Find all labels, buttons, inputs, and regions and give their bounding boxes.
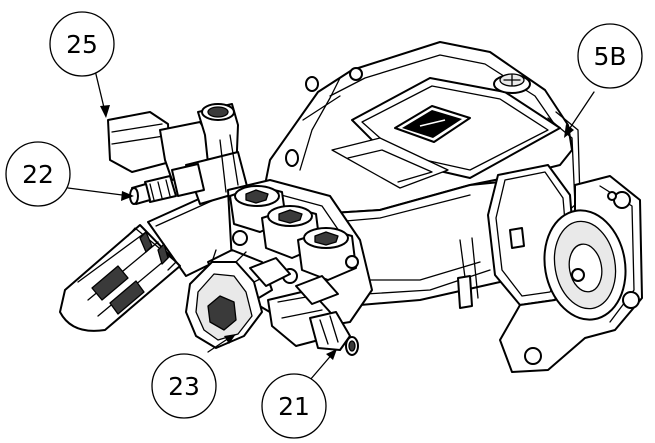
pump-crankcase xyxy=(254,41,581,306)
callout-23: 23 xyxy=(151,353,217,419)
callout-22-label: 22 xyxy=(22,160,54,189)
callout-23-label: 23 xyxy=(168,372,200,401)
pressure-knob xyxy=(185,249,291,349)
callout-21-label: 21 xyxy=(278,392,310,421)
motor-flange xyxy=(457,164,643,373)
callout-25-label: 25 xyxy=(66,30,98,59)
unloader-valve xyxy=(107,103,249,205)
callout-22: 22 xyxy=(5,141,71,207)
callout-25: 25 xyxy=(49,11,115,77)
callout-21: 21 xyxy=(261,373,327,439)
callout-5b-label: 5B xyxy=(593,42,626,71)
outlet-fitting xyxy=(267,275,359,356)
callout-5b: 5B xyxy=(577,23,643,89)
callout-leaders xyxy=(67,65,595,381)
